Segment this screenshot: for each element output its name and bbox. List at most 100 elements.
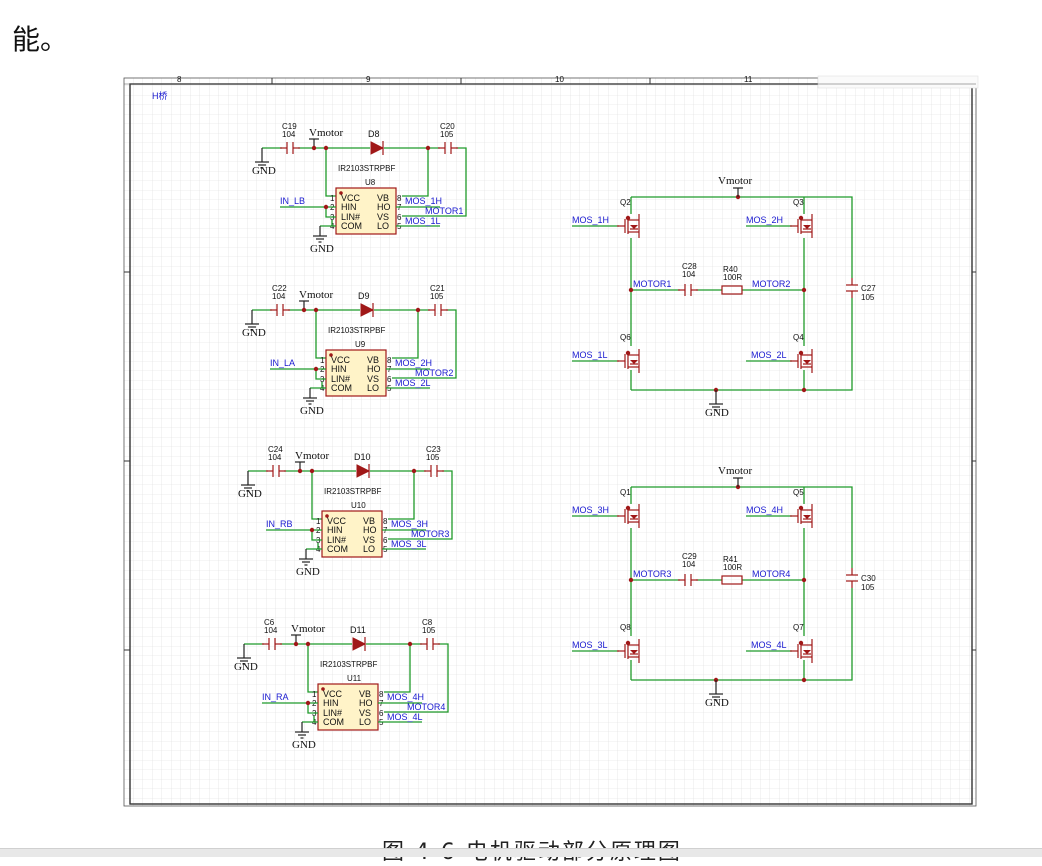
component-ref: R40: [723, 265, 738, 274]
pin-name: HIN: [327, 525, 343, 535]
net-label-gate: MOS_1H: [572, 215, 609, 225]
net-label-input: IN_LA: [270, 358, 295, 368]
net-label-gate: MOS_4L: [751, 640, 787, 650]
pin-name: VB: [367, 355, 379, 365]
pin-name: LIN#: [341, 212, 360, 222]
ground-icon: [255, 156, 269, 169]
net-label-lo: MOS_2L: [395, 378, 431, 388]
net-label-gate: MOS_3L: [572, 640, 608, 650]
net-label-lo: MOS_3L: [391, 539, 427, 549]
junction-dot: [311, 145, 317, 151]
capacitor-icon: [678, 284, 698, 296]
component-ref: Q2: [620, 198, 631, 207]
bottom-scrollbar[interactable]: [0, 848, 1042, 857]
pin-number: 6: [387, 375, 392, 384]
wire: [392, 310, 419, 359]
pin-name: VCC: [331, 355, 351, 365]
wire: [631, 486, 853, 568]
pin-name: VS: [377, 212, 389, 222]
component-ref: U10: [351, 501, 366, 510]
intro-text: 能。: [12, 23, 69, 56]
junction-dot: [798, 215, 804, 221]
capacitor-icon: [424, 465, 444, 477]
capacitor-icon: [846, 278, 858, 298]
ground-label: GND: [242, 327, 266, 339]
capacitor-icon: [270, 304, 290, 316]
mosfet-icon: [617, 504, 640, 528]
pin-number: 8: [383, 517, 388, 526]
pin-name: HO: [367, 364, 381, 374]
junction-dot: [801, 287, 807, 293]
pin-name: LIN#: [327, 535, 346, 545]
component-ref: C22: [272, 284, 287, 293]
pin-number: 8: [379, 690, 384, 699]
component-ref: C6: [264, 618, 275, 627]
wire: [402, 147, 467, 217]
pin-name: LO: [377, 221, 389, 231]
junction-dot: [313, 366, 319, 372]
component-ref: Q5: [793, 488, 804, 497]
net-label-input: IN_RA: [262, 692, 289, 702]
ruler-number: 9: [366, 75, 371, 84]
junction-dot: [425, 145, 431, 151]
net-label-ho: MOS_1H: [405, 196, 442, 206]
driver-ic-body: [321, 510, 383, 558]
junction-dot: [628, 287, 634, 293]
power-icon: [291, 634, 301, 641]
ground-label: GND: [296, 566, 320, 578]
power-icon: [309, 138, 319, 145]
junction-dot: [309, 468, 315, 474]
component-ref: U11: [347, 674, 362, 683]
resistor-icon: [721, 575, 743, 585]
power-icon: [733, 477, 743, 484]
pin-name: HIN: [323, 698, 339, 708]
component-ref: Q3: [793, 198, 804, 207]
wire: [306, 543, 319, 550]
ruler-number: 10: [555, 75, 564, 84]
net-label-vs: MOTOR3: [411, 529, 449, 539]
wire: [631, 196, 853, 278]
component-ref: C30: [861, 574, 876, 583]
net-label-lo: MOS_4L: [387, 712, 423, 722]
component-ref: Q6: [620, 333, 631, 342]
wire: [384, 644, 411, 693]
net-label-lo: MOS_1L: [405, 216, 441, 226]
net-label-motor: MOTOR2: [752, 279, 790, 289]
power-label: Vmotor: [718, 175, 753, 187]
pin-name: LIN#: [331, 374, 350, 384]
wire: [311, 530, 322, 541]
power-label: Vmotor: [295, 450, 330, 462]
pin-name: HIN: [341, 202, 357, 212]
component-ref: R41: [723, 555, 738, 564]
net-label-motor: MOTOR3: [633, 569, 671, 579]
power-label: Vmotor: [299, 289, 334, 301]
ground-icon: [237, 652, 251, 665]
power-icon: [733, 187, 743, 194]
ground-icon: [295, 726, 309, 739]
component-ref: C19: [282, 122, 297, 131]
pin-number: 1: [312, 690, 317, 699]
junction-dot: [293, 641, 299, 647]
pin-number: 6: [383, 536, 388, 545]
wire: [311, 471, 322, 520]
junction-dot: [801, 677, 807, 683]
pin-name: LO: [367, 383, 379, 393]
wire: [325, 207, 336, 218]
component-ref: C24: [268, 445, 283, 454]
wire: [631, 588, 853, 681]
junction-dot: [798, 350, 804, 356]
junction-dot: [625, 350, 631, 356]
component-ref: D11: [350, 625, 366, 635]
component-value: 104: [682, 270, 696, 279]
ground-icon: [303, 392, 317, 405]
component-value: 104: [682, 560, 696, 569]
component-ref: C27: [861, 284, 876, 293]
mosfet-icon: [790, 639, 813, 663]
pin-name: HO: [377, 202, 391, 212]
power-label: Vmotor: [309, 127, 344, 139]
pin-number: 1: [330, 194, 335, 203]
component-value: 104: [282, 130, 296, 139]
junction-dot: [297, 468, 303, 474]
